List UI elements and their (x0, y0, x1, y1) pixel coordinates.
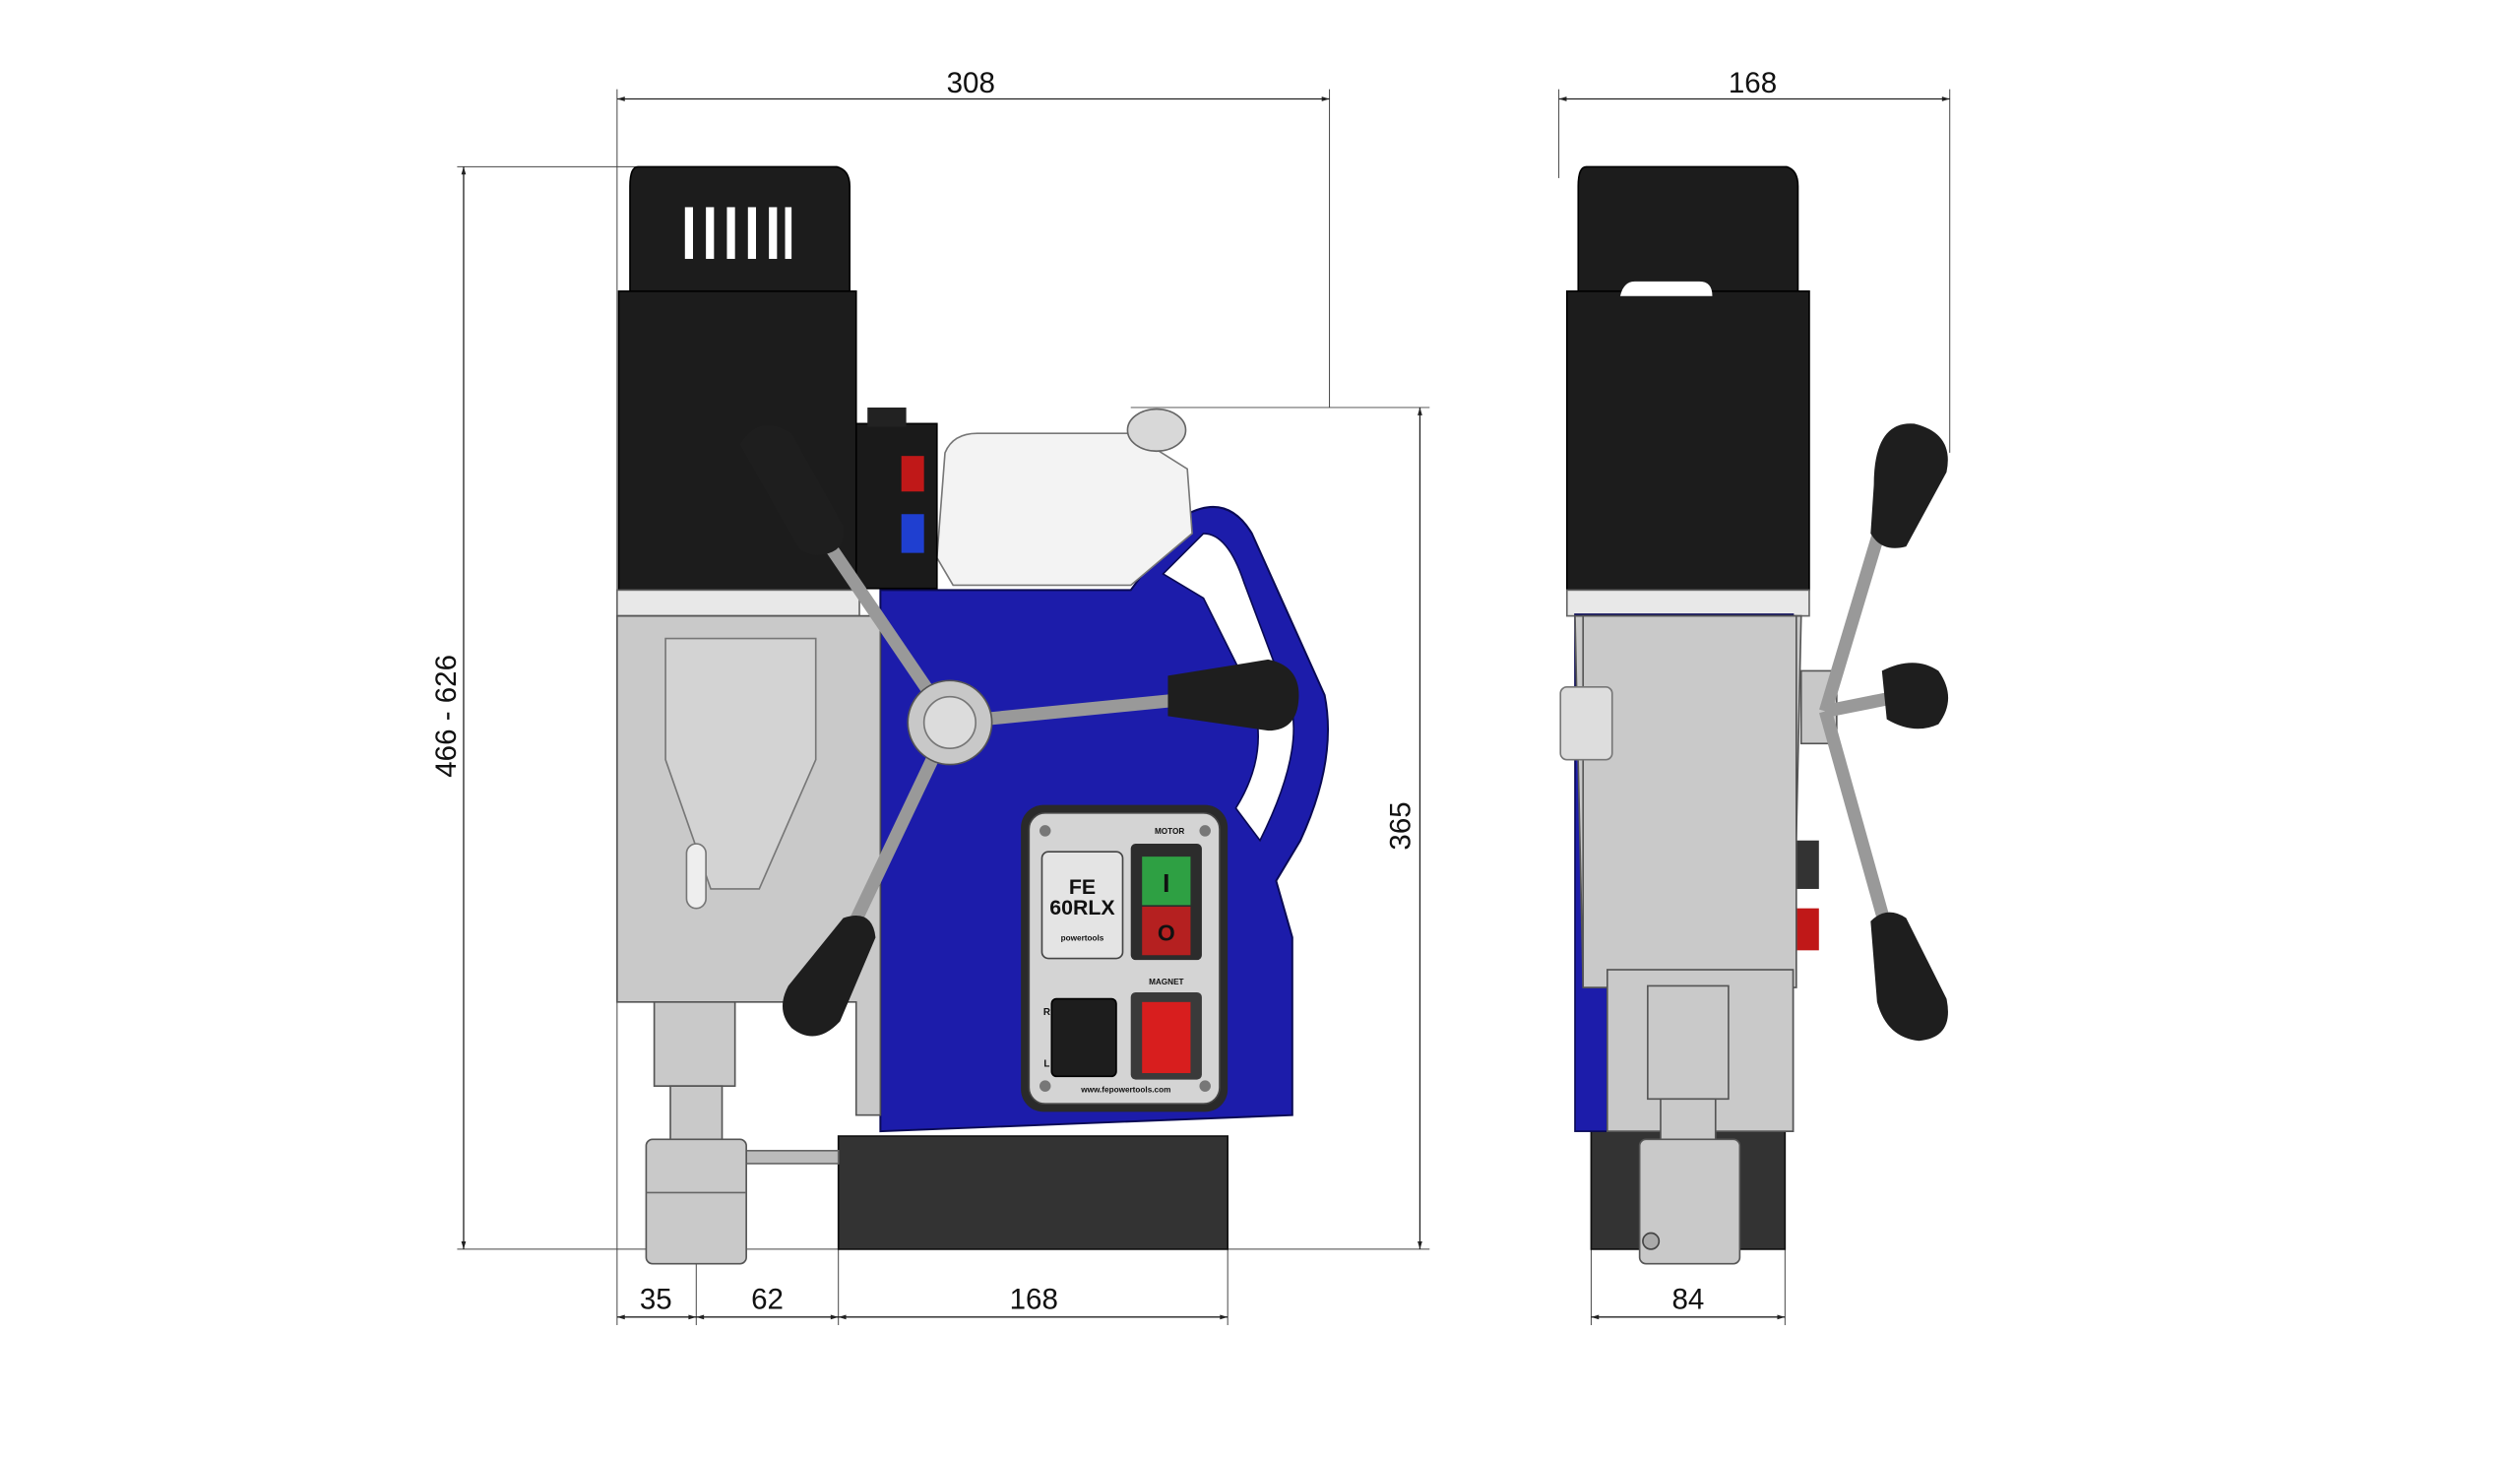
dir-left-label: L (1043, 1058, 1049, 1069)
blue-indicator (901, 514, 924, 553)
dim-side-width: 168 (1729, 67, 1777, 99)
drill-side-view (1559, 165, 1949, 1265)
dim-height-range: 466 - 626 (430, 655, 463, 778)
red-indicator (901, 456, 924, 492)
side-motor-top-cap (1577, 165, 1799, 292)
vent-slots-icon (684, 207, 792, 259)
control-panel: FE 60RLX powertools MOTOR I O MAGNET R L… (1021, 804, 1228, 1112)
dim-base-width: 84 (1671, 1284, 1704, 1316)
speed-switch-box (842, 422, 938, 590)
motor-off-button[interactable] (1142, 907, 1191, 956)
drill-front-view: FE 60RLX powertools MOTOR I O MAGNET R L… (616, 165, 1329, 1265)
dim-height-base: 365 (1385, 801, 1418, 850)
website-text: www.fepowertools.com (1080, 1086, 1170, 1095)
handle-knob-upper (739, 424, 845, 555)
motor-label: MOTOR (1155, 827, 1184, 836)
side-knob-lower (1870, 912, 1948, 1042)
coolant-cap (1126, 408, 1187, 453)
coolant-bottle (935, 432, 1193, 587)
model-label (1040, 851, 1124, 960)
side-red-indicator (1796, 908, 1819, 951)
dim-offset-b: 62 (751, 1284, 784, 1316)
handle-knob-lower (782, 916, 876, 1037)
feed-handle-front (739, 424, 1299, 1037)
dim-offset-a: 35 (640, 1284, 672, 1316)
motor-on-button[interactable] (1142, 856, 1191, 906)
side-knob-upper (1870, 423, 1948, 548)
side-knob-right (1881, 663, 1949, 729)
magnet-base (837, 1135, 1228, 1250)
magnet-label: MAGNET (1149, 978, 1183, 986)
on-symbol: I (1163, 868, 1169, 898)
direction-switch[interactable] (1050, 997, 1117, 1078)
motor-top-cap (629, 165, 850, 292)
dir-right-label: R (1043, 1007, 1050, 1018)
side-motor-body (1565, 289, 1810, 592)
dim-base-length: 168 (1010, 1284, 1058, 1316)
feed-handle-side (1799, 423, 1949, 1042)
spindle (653, 1001, 736, 1087)
dimension-lines (457, 89, 1951, 1326)
off-symbol: O (1158, 919, 1175, 945)
guide-rod (745, 1149, 840, 1165)
model-line2: 60RLX (1049, 896, 1115, 919)
magnet-switch[interactable] (1142, 1001, 1191, 1074)
arbor (645, 1138, 747, 1265)
side-arbor (1638, 1138, 1741, 1265)
dim-overall-width: 308 (947, 67, 995, 99)
handle-knob-right (1167, 659, 1299, 731)
side-spindle (1647, 984, 1730, 1101)
model-line1: FE (1069, 875, 1096, 899)
brand-text: powertools (1061, 933, 1104, 942)
screw-icons (1040, 825, 1211, 1092)
